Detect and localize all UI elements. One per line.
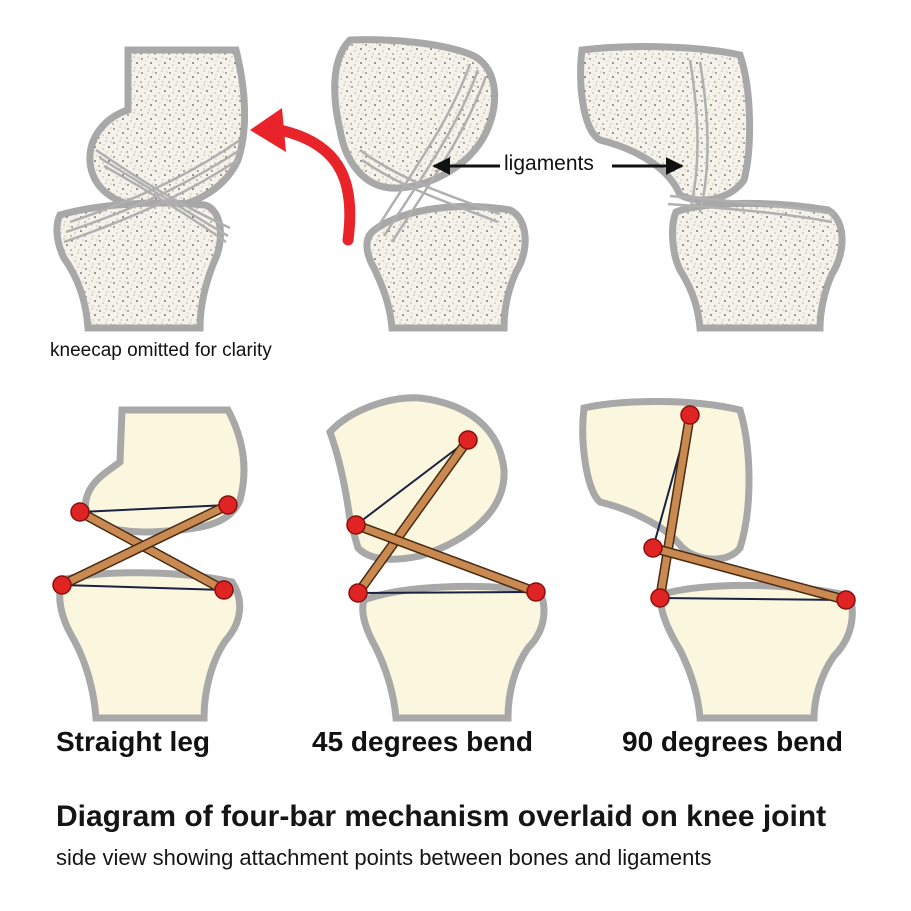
- joint-point: [218, 495, 238, 515]
- tibia-shape: [656, 581, 856, 722]
- ground-link: [61, 584, 225, 591]
- ground-link: [659, 597, 847, 601]
- ligament-bundle: [359, 63, 501, 243]
- joint-point: [70, 502, 90, 522]
- tibia-bone: [363, 202, 529, 332]
- kneecap-note: kneecap omitted for clarity: [50, 340, 272, 361]
- cruciate-bar-1-fill: [656, 411, 694, 602]
- cruciate-bar-2-fill: [58, 501, 232, 589]
- four-bar-linkage: [643, 405, 856, 610]
- femur-bone: [331, 36, 499, 192]
- cruciate-bar-1-fill: [354, 436, 472, 597]
- joint-point: [458, 430, 478, 450]
- joint-point: [643, 538, 663, 558]
- diagram-subtitle: side view showing attachment points betw…: [56, 845, 712, 870]
- coupler-link: [79, 504, 229, 513]
- femur-shape: [579, 398, 753, 563]
- tibia-shape: [56, 569, 244, 722]
- femur-bone: [86, 46, 249, 212]
- joint-point: [526, 582, 546, 602]
- caption-90-degrees: 90 degrees bend: [622, 726, 843, 757]
- four-bar-linkage: [52, 495, 238, 600]
- femur-shape: [81, 406, 248, 536]
- rotation-arrow-icon: [264, 122, 356, 246]
- top-panel-45: [331, 36, 529, 332]
- caption-45-degrees: 45 degrees bend: [312, 726, 533, 757]
- coupler-link: [355, 439, 469, 526]
- tibia-shape: [359, 582, 548, 722]
- rotation-arrowhead-icon: [250, 108, 286, 152]
- bottom-panel-90: [579, 398, 856, 722]
- ligament-bundle: [667, 59, 835, 224]
- four-bar-linkage: [346, 430, 546, 603]
- joint-point: [346, 515, 366, 535]
- tibia-bone: [669, 199, 846, 332]
- ground-link: [357, 591, 537, 594]
- joint-point: [214, 580, 234, 600]
- joint-point: [52, 575, 72, 595]
- joint-point: [348, 583, 368, 603]
- ligaments-label: ligaments: [504, 152, 594, 175]
- top-panel-straight: [53, 46, 249, 332]
- bottom-panel-45: [325, 394, 548, 722]
- femur-bone: [577, 43, 754, 204]
- joint-point: [836, 590, 856, 610]
- diagram-title: Diagram of four-bar mechanism overlaid o…: [56, 800, 827, 833]
- top-panel-90: [577, 43, 846, 332]
- cruciate-bar-2-fill: [352, 521, 540, 596]
- ligament-bundle: [63, 138, 241, 244]
- tibia-bone: [53, 199, 224, 332]
- joint-point: [680, 405, 700, 425]
- cruciate-bar-2-fill: [649, 544, 850, 604]
- joint-point: [650, 588, 670, 608]
- caption-straight-leg: Straight leg: [56, 726, 211, 757]
- bottom-panel-straight: [52, 406, 248, 722]
- cruciate-bar-1-fill: [76, 508, 228, 594]
